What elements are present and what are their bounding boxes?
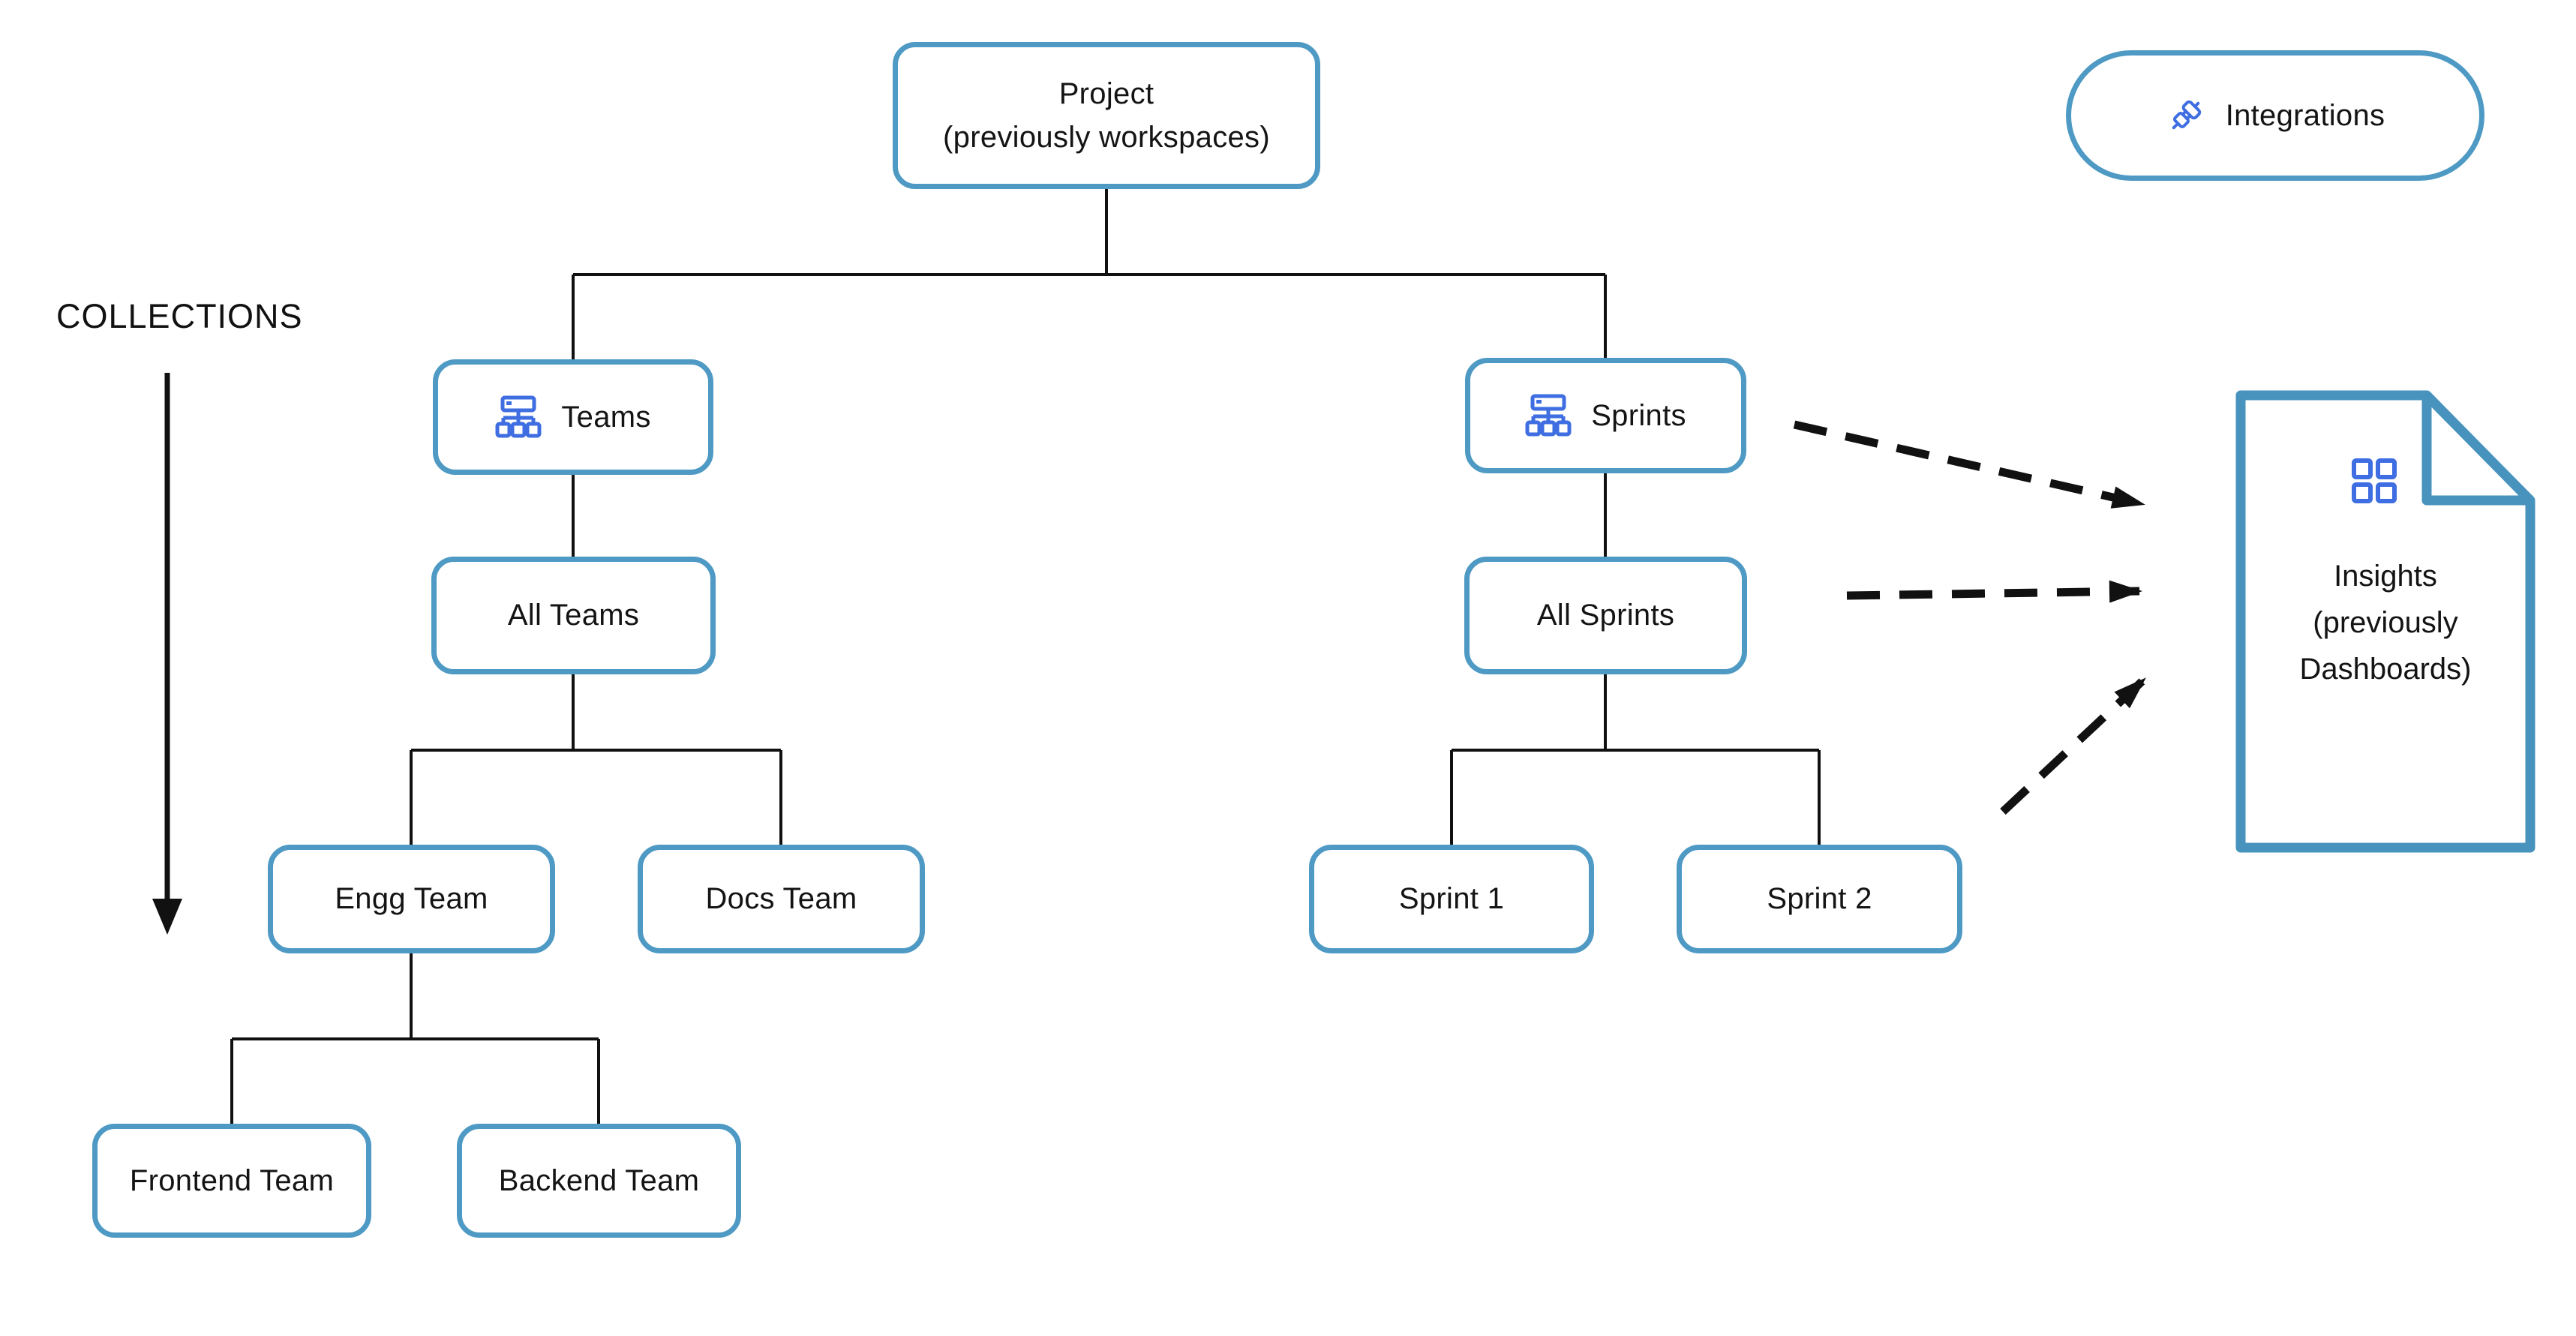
teams-label: Teams <box>561 400 651 434</box>
insights-subtitle-line1: (previously <box>2313 606 2458 639</box>
docs-team-label: Docs Team <box>705 882 857 915</box>
tree-connectors <box>230 189 1821 1124</box>
all-sprints-label: All Sprints <box>1536 599 1675 632</box>
sprint-2-label: Sprint 2 <box>1767 882 1872 915</box>
dashed-arrows-to-insights <box>1793 420 2147 815</box>
node-all-teams: All Teams <box>431 557 716 674</box>
plug-icon <box>2172 100 2201 130</box>
dashed-arrow-bottom <box>2000 676 2147 815</box>
folded-corner <box>2421 395 2530 506</box>
dashed-arrow-middle <box>1846 580 2142 603</box>
collections-label: COLLECTIONS <box>56 297 303 335</box>
insights-text: Insights (previously Dashboards) <box>2247 553 2524 692</box>
node-sprint-2: Sprint 2 <box>1677 845 1962 953</box>
engg-team-label: Engg Team <box>335 882 488 915</box>
project-title: Project <box>1058 77 1154 110</box>
insights-document-shape <box>2235 390 2535 853</box>
node-frontend-team: Frontend Team <box>92 1124 371 1238</box>
node-all-sprints: All Sprints <box>1464 557 1747 674</box>
node-backend-team: Backend Team <box>457 1124 741 1238</box>
all-teams-label: All Teams <box>507 599 640 632</box>
node-sprint-1: Sprint 1 <box>1309 845 1594 953</box>
insights-title: Insights <box>2334 560 2437 593</box>
node-engg-team: Engg Team <box>268 845 555 953</box>
sitemap-icon <box>1525 394 1572 437</box>
sprint-1-label: Sprint 1 <box>1398 882 1505 915</box>
backend-team-label: Backend Team <box>498 1163 700 1197</box>
node-teams: Teams <box>433 359 713 475</box>
integrations-label: Integrations <box>2225 98 2385 132</box>
node-project: Project (previously workspaces) <box>893 42 1320 189</box>
insights-subtitle-line2: Dashboards) <box>2299 653 2472 686</box>
sitemap-icon <box>495 395 542 438</box>
sprints-label: Sprints <box>1591 398 1686 432</box>
node-sprints: Sprints <box>1465 358 1746 473</box>
collections-arrow <box>152 373 182 935</box>
integrations-pill: Integrations <box>2066 50 2484 181</box>
project-subtitle: (previously workspaces) <box>943 121 1270 154</box>
node-docs-team: Docs Team <box>638 845 925 953</box>
dashboard-grid-icon <box>2352 458 2397 503</box>
dashed-arrow-top <box>1793 420 2145 509</box>
frontend-team-label: Frontend Team <box>129 1163 335 1197</box>
